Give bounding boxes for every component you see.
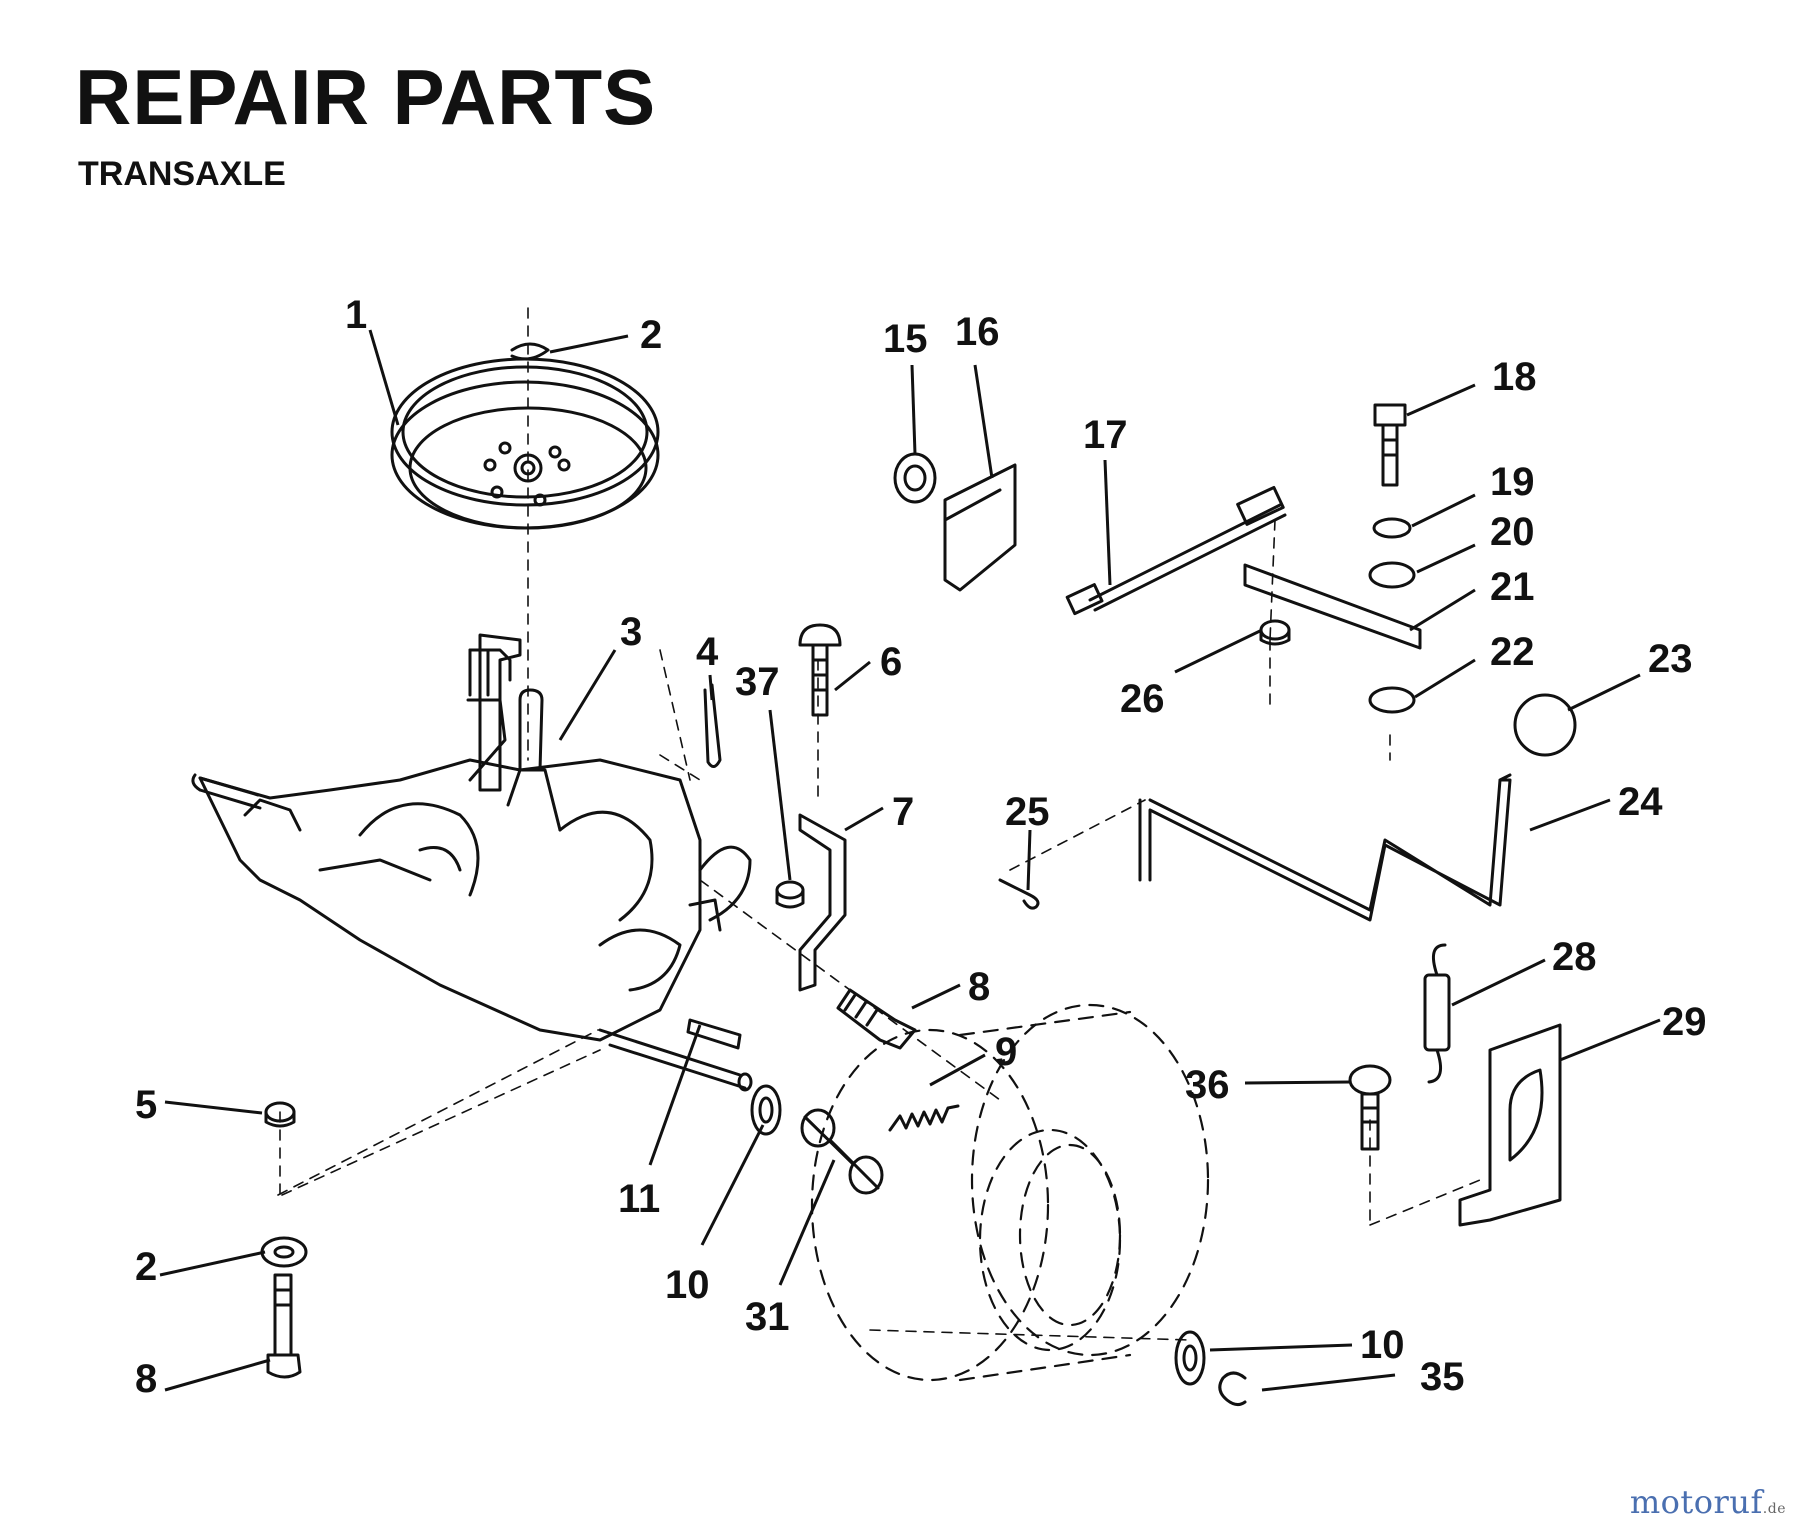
- bolt-36-part: [1348, 1064, 1392, 1151]
- site-watermark: motoruf.de: [1630, 1483, 1786, 1521]
- cotter-25-part: [998, 878, 1040, 910]
- callout-23: 23: [1648, 637, 1693, 681]
- washer-2-lower-part: [260, 1236, 308, 1268]
- e-clip-part: [510, 342, 550, 361]
- spring-part: [888, 1104, 960, 1132]
- bracket-7-part: [798, 813, 847, 992]
- bolt-8-lower-part: [266, 1273, 302, 1379]
- callout-19: 19: [1490, 460, 1535, 504]
- callout-26: 26: [1120, 677, 1165, 721]
- spacer-part: [800, 1108, 884, 1195]
- callout-24: 24: [1618, 780, 1663, 824]
- callout-10b: 10: [1360, 1323, 1405, 1367]
- callout-7: 7: [892, 790, 914, 834]
- callout-17: 17: [1083, 413, 1128, 457]
- plate-21-part: [1243, 563, 1422, 650]
- callout-2b: 2: [135, 1245, 157, 1289]
- callout-35: 35: [1420, 1355, 1465, 1399]
- page-subtitle: TRANSAXLE: [78, 155, 286, 193]
- callout-3: 3: [620, 610, 642, 654]
- callout-2a: 2: [640, 313, 662, 357]
- nut-37-part: [775, 880, 805, 909]
- washer-19-part: [1372, 517, 1412, 539]
- callout-9: 9: [995, 1030, 1017, 1074]
- bolt-6-part: [798, 623, 842, 717]
- callout-21: 21: [1490, 565, 1535, 609]
- callout-8b: 8: [135, 1357, 157, 1401]
- lever-24-part: [1138, 773, 1512, 922]
- pin-4-part: [703, 683, 722, 768]
- callout-31: 31: [745, 1295, 790, 1339]
- wheel-outline: [810, 1003, 1210, 1382]
- callout-28: 28: [1552, 935, 1597, 979]
- callout-25: 25: [1005, 790, 1050, 834]
- callout-10a: 10: [665, 1263, 710, 1307]
- callouts: 1 2 3 4 37 6 7 8 9 5 11 10 31 2 8 15 16 …: [135, 293, 1707, 1401]
- callout-18: 18: [1492, 355, 1537, 399]
- callout-37: 37: [735, 660, 780, 704]
- key-part: [686, 1018, 742, 1050]
- callout-8a: 8: [968, 965, 990, 1009]
- transaxle-body-part: [191, 648, 753, 1092]
- callout-29: 29: [1662, 1000, 1707, 1044]
- callout-1: 1: [345, 293, 367, 337]
- page-title: REPAIR PARTS: [75, 53, 657, 141]
- callout-36: 36: [1185, 1063, 1230, 1107]
- washer-lower-part: [1174, 1330, 1206, 1386]
- knob-23-part: [1513, 693, 1577, 757]
- callout-15: 15: [883, 317, 928, 361]
- bolt-8-upper-part: [836, 988, 917, 1050]
- leader-lines: [159, 329, 1661, 1392]
- washer-22-part: [1368, 686, 1416, 714]
- washer-20-part: [1368, 561, 1416, 589]
- bracket-16-part: [943, 463, 1017, 592]
- callout-11: 11: [618, 1177, 660, 1221]
- watermark-main: motoruf: [1629, 1483, 1763, 1521]
- washer-part: [750, 1084, 782, 1136]
- bracket-arm-part: [478, 633, 522, 792]
- callout-4: 4: [696, 630, 719, 674]
- spring-28-part: [1423, 943, 1451, 1084]
- clip-part: [1218, 1371, 1247, 1407]
- callout-20: 20: [1490, 510, 1535, 554]
- washer-15-part: [893, 452, 937, 504]
- bracket-29-part: [1458, 1023, 1562, 1227]
- nut-5-part: [264, 1101, 296, 1128]
- bolt-18-part: [1373, 403, 1407, 487]
- pulley-part: [390, 357, 660, 530]
- nut-26-part: [1259, 619, 1291, 646]
- rod-17-part: [1065, 485, 1287, 616]
- watermark-suffix: .de: [1762, 1501, 1786, 1517]
- callout-6: 6: [880, 640, 902, 684]
- callout-16: 16: [955, 310, 1000, 354]
- callout-5: 5: [135, 1083, 157, 1127]
- callout-22: 22: [1490, 630, 1535, 674]
